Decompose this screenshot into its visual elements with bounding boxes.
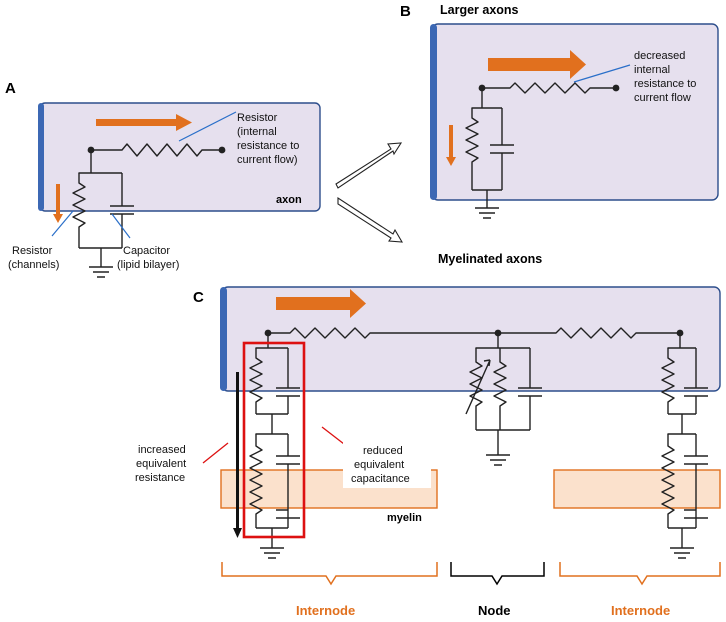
resistor-channels-label-1: Resistor <box>12 245 53 257</box>
reduced-label-2: equivalent <box>354 459 404 471</box>
pointer-line <box>51 210 74 237</box>
resistor-internal-label-2: (internal <box>237 126 277 138</box>
pointer-line <box>202 442 229 464</box>
current-arrow-a <box>96 114 192 131</box>
node-dot <box>264 329 272 337</box>
axon-label: axon <box>276 194 302 206</box>
pointer-line <box>111 213 131 239</box>
resistor-internal-label-4: current flow) <box>237 154 298 166</box>
channel-current-arrow-b <box>446 125 456 166</box>
panel-a-letter: A <box>5 80 16 97</box>
axon-cylinder-a <box>38 102 321 212</box>
reduced-label-3: capacitance <box>351 473 410 485</box>
bracket-node <box>450 562 545 586</box>
node-dot <box>612 84 620 92</box>
segment-label-node: Node <box>478 603 511 618</box>
panel-c: C Myelinated axons myelin <box>135 252 721 618</box>
panel-c-title: Myelinated axons <box>438 252 542 266</box>
increased-label-2: equivalent <box>136 458 186 470</box>
panel-a: A R <box>5 80 321 278</box>
resistor-internal-label-1: Resistor <box>237 112 278 124</box>
panel-c-letter: C <box>193 289 204 306</box>
node-dot <box>218 146 226 154</box>
reduced-label-1: reduced <box>363 445 403 457</box>
circuit-b <box>465 82 616 219</box>
transition-arrow-to-c <box>337 196 404 243</box>
resistor-channels-label-2: (channels) <box>8 259 59 271</box>
axon-cylinder-c <box>220 286 721 392</box>
bracket-internode-left <box>221 562 438 586</box>
internode-current-arrow <box>233 372 242 538</box>
segment-label-internode-left: Internode <box>296 603 355 618</box>
panel-b-note-4: current flow <box>634 92 691 104</box>
pointer-line <box>573 64 631 83</box>
node-dot <box>87 146 95 154</box>
current-arrow-b <box>488 50 586 79</box>
label-background <box>343 442 431 488</box>
bracket-internode-right <box>559 562 721 586</box>
increased-label-3: resistance <box>135 472 185 484</box>
equivalent-highlight-box <box>242 341 306 539</box>
myelin-label: myelin <box>387 512 422 524</box>
node-dot <box>676 329 684 337</box>
panel-b-title: Larger axons <box>440 3 519 17</box>
channel-current-arrow-a <box>53 184 63 223</box>
panel-b-note-1: decreased <box>634 50 685 62</box>
transition-arrow-to-b <box>335 142 403 189</box>
resistor-internal-label-3: resistance to <box>237 140 299 152</box>
panel-b-note-2: internal <box>634 64 670 76</box>
current-arrow-c <box>276 289 366 318</box>
segment-label-internode-right: Internode <box>611 603 670 618</box>
panel-b: B Larger axons decreased internal resist… <box>400 3 719 219</box>
pointer-line <box>321 426 345 445</box>
capacitor-label-2: (lipid bilayer) <box>117 259 179 271</box>
capacitor-label-1: Capacitor <box>123 245 170 257</box>
myelin-sheath-right <box>553 469 721 509</box>
panel-b-note-3: resistance to <box>634 78 696 90</box>
node-dot <box>494 329 502 337</box>
circuit-a <box>72 143 222 278</box>
pointer-line <box>178 111 237 142</box>
panel-b-letter: B <box>400 3 411 20</box>
node-dot <box>478 84 486 92</box>
increased-label-1: increased <box>138 444 186 456</box>
